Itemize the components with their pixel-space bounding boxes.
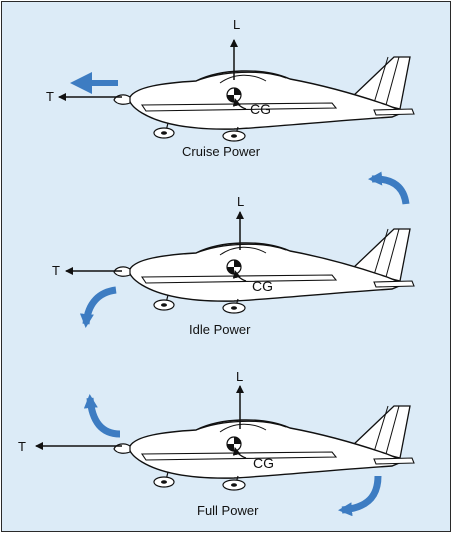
aircraft-cruise	[114, 57, 414, 141]
nose-down-curved-arrow-icon	[79, 286, 117, 328]
caption-cruise-power: Cruise Power	[182, 144, 261, 159]
thrust-label-idle: T	[52, 263, 60, 278]
aircraft-idle	[114, 229, 414, 313]
lift-label-cruise: L	[233, 17, 241, 32]
cg-label-idle: CG	[252, 278, 273, 294]
nose-up-curved-arrow-icon	[83, 394, 121, 438]
thrust-label-full: T	[18, 439, 26, 454]
cg-label-full: CG	[253, 455, 274, 471]
thrust-label-cruise: T	[46, 89, 54, 104]
caption-idle-power: Idle Power	[189, 322, 251, 337]
tail-down-curved-arrow-icon	[338, 475, 382, 517]
straight-left-arrow-icon	[70, 72, 118, 94]
caption-full-power: Full Power	[197, 503, 259, 518]
cg-label-cruise: CG	[250, 101, 271, 117]
tail-up-curved-arrow-icon	[368, 171, 410, 205]
lift-label-full: L	[236, 369, 244, 384]
aircraft-full	[114, 406, 414, 490]
lift-label-idle: L	[237, 194, 245, 209]
